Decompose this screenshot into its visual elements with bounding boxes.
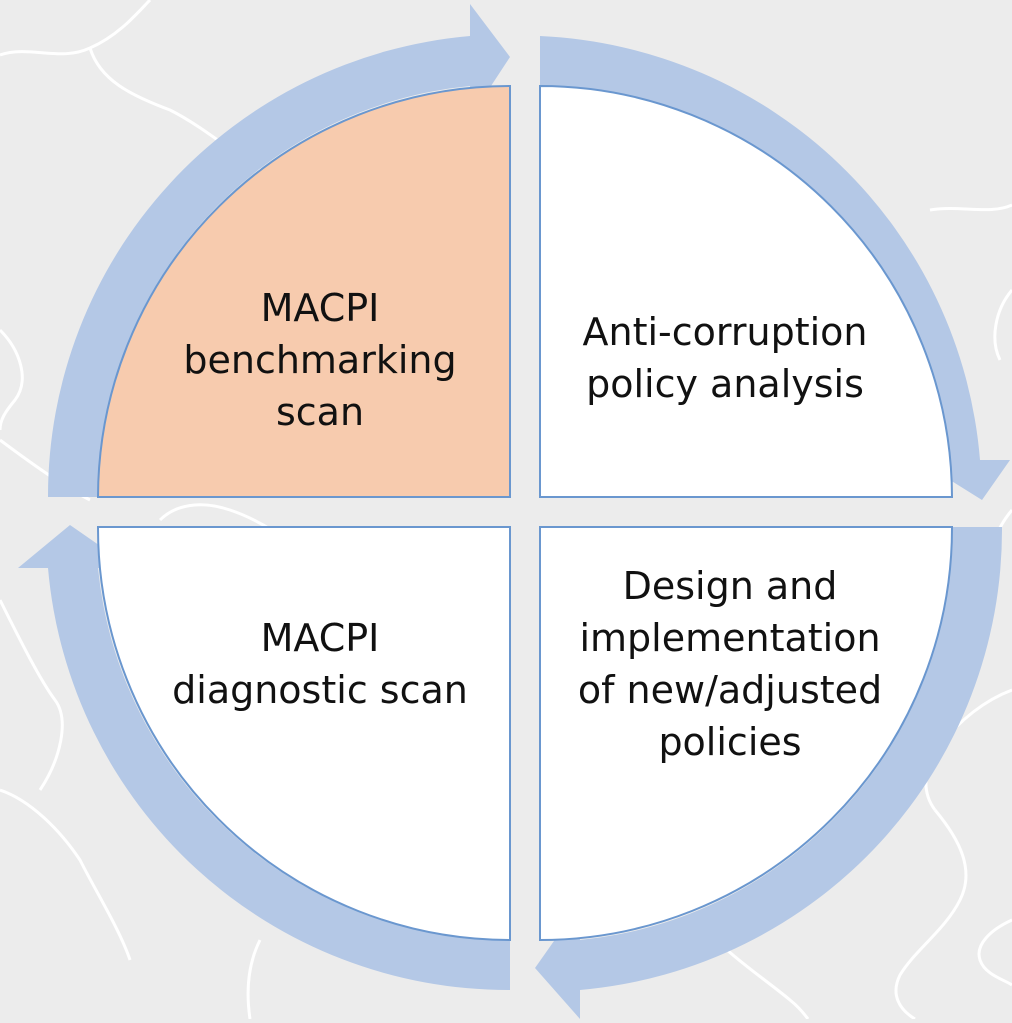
step-label-line: Anti-corruption — [582, 310, 868, 354]
map-border-line — [977, 918, 1012, 987]
quadrant-diagnostic — [96, 526, 511, 942]
step-label-line: scan — [275, 390, 365, 434]
step-label-line: of new/adjusted — [577, 668, 883, 712]
quadrant-benchmarking — [96, 84, 511, 498]
arrow-ring — [18, 4, 1010, 1019]
step-label-line: policy analysis — [586, 362, 864, 406]
step-label-design: Design and implementation of new/adjuste… — [545, 560, 915, 768]
map-border-line — [0, 599, 64, 791]
quadrant-analysis — [539, 84, 954, 498]
arrow-top-left — [47, 4, 510, 497]
step-label-line: diagnostic scan — [172, 668, 468, 712]
map-border-line — [929, 203, 1012, 212]
step-label-line: Design and — [622, 564, 838, 608]
step-label-line: benchmarking — [183, 338, 457, 382]
step-label-analysis: Anti-corruption policy analysis — [545, 306, 905, 410]
step-label-line: MACPI — [260, 616, 380, 660]
step-label-diagnostic: MACPI diagnostic scan — [135, 612, 505, 716]
map-border-line — [246, 939, 262, 1020]
map-border-line — [0, 328, 24, 431]
step-label-line: policies — [658, 720, 802, 764]
step-label-line: implementation — [579, 616, 881, 660]
step-label-benchmarking: MACPI benchmarking scan — [140, 282, 500, 438]
arrow-top-right — [540, 36, 1010, 500]
step-label-line: MACPI — [260, 286, 380, 330]
map-border-line — [0, 0, 152, 57]
arrow-bottom-left — [18, 525, 510, 991]
map-border-line — [0, 788, 132, 961]
map-border-line — [894, 809, 968, 1021]
map-border-line — [993, 289, 1012, 361]
arrow-bottom-right — [535, 527, 1003, 1019]
quadrant-design — [539, 526, 954, 942]
